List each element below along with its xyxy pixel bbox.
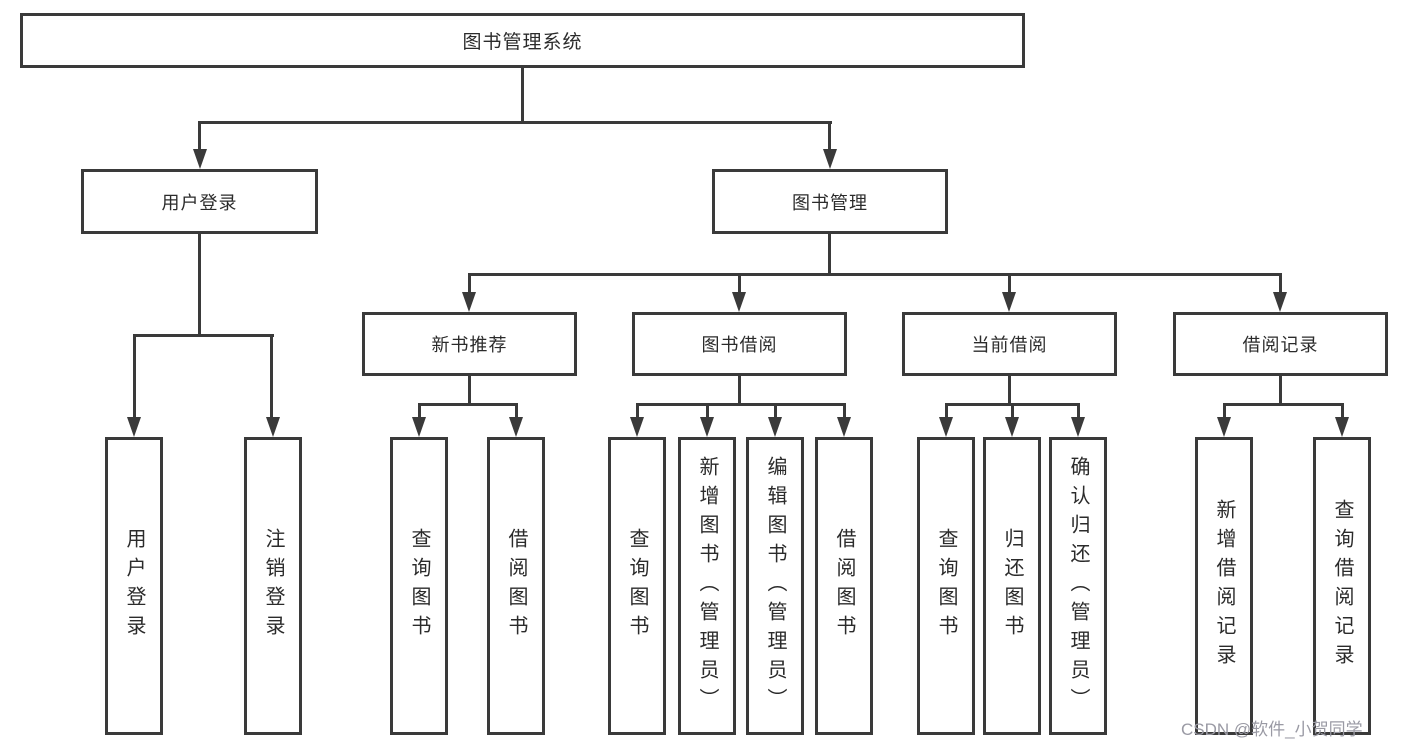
edge-drop-borrow-records <box>1279 273 1282 294</box>
edge-bb-bar <box>636 403 846 406</box>
edge-drop-book-borrow <box>738 273 741 294</box>
arrow-down-icon <box>266 417 280 437</box>
edge-nbr-bar <box>418 403 518 406</box>
edge-book-mgmt-bar <box>468 273 1282 276</box>
leaf-bb-add-books-admin: 新增图书（管理员） <box>678 437 736 735</box>
edge-drop-nbr-query <box>418 403 421 419</box>
edge-user-login-stem <box>198 234 201 336</box>
edge-root-bar <box>198 121 832 124</box>
leaf-nbr-borrow-books: 借阅图书 <box>487 437 545 735</box>
arrow-down-icon <box>700 417 714 437</box>
node-book-management: 图书管理 <box>712 169 948 234</box>
leaf-bb-borrow-books: 借阅图书 <box>815 437 873 735</box>
edge-book-mgmt-stem <box>828 234 831 275</box>
arrow-down-icon <box>1005 417 1019 437</box>
arrow-down-icon <box>837 417 851 437</box>
arrow-down-icon <box>462 292 476 312</box>
edge-drop-bb-query <box>636 403 639 419</box>
edge-drop-ul-logout <box>270 334 273 419</box>
edge-drop-ul-login <box>133 334 136 419</box>
edge-drop-book-management <box>828 121 831 149</box>
leaf-nbr-query-books: 查询图书 <box>390 437 448 735</box>
leaf-label: 编辑图书（管理员） <box>764 455 786 717</box>
edge-drop-new-book-rec <box>468 273 471 294</box>
leaf-bb-edit-books-admin: 编辑图书（管理员） <box>746 437 804 735</box>
csdn-watermark: CSDN @软件_小贺同学 <box>1181 720 1363 739</box>
edge-drop-cb-query <box>945 403 948 419</box>
edge-drop-bb-edit <box>774 403 777 419</box>
arrow-down-icon <box>127 417 141 437</box>
edge-cb-stem <box>1008 376 1011 405</box>
arrow-down-icon <box>509 417 523 437</box>
arrow-down-icon <box>732 292 746 312</box>
node-new-book-recommendation: 新书推荐 <box>362 312 577 376</box>
edge-nbr-stem <box>468 376 471 405</box>
leaf-label: 新增借阅记录 <box>1213 499 1235 673</box>
node-current-borrowing: 当前借阅 <box>902 312 1117 376</box>
leaf-label: 用户登录 <box>123 528 145 644</box>
node-root-library-management-system: 图书管理系统 <box>20 13 1025 68</box>
leaf-label: 查询图书 <box>626 528 648 644</box>
edge-drop-bb-borrow <box>843 403 846 419</box>
leaf-label: 查询图书 <box>408 528 430 644</box>
edge-drop-cb-confirm <box>1077 403 1080 419</box>
edge-br-bar <box>1223 403 1344 406</box>
edge-drop-br-query <box>1341 403 1344 419</box>
leaf-bb-query-books: 查询图书 <box>608 437 666 735</box>
edge-drop-current-borrow <box>1008 273 1011 294</box>
node-user-login: 用户登录 <box>81 169 318 234</box>
arrow-down-icon <box>630 417 644 437</box>
node-book-borrowing: 图书借阅 <box>632 312 847 376</box>
leaf-user-login: 用户登录 <box>105 437 163 735</box>
leaf-label: 借阅图书 <box>833 528 855 644</box>
arrow-down-icon <box>1217 417 1231 437</box>
arrow-down-icon <box>1335 417 1349 437</box>
edge-drop-cb-return <box>1011 403 1014 419</box>
leaf-label: 借阅图书 <box>505 528 527 644</box>
leaf-label: 新增图书（管理员） <box>696 455 718 717</box>
arrow-down-icon <box>939 417 953 437</box>
leaf-cb-confirm-return-admin: 确认归还（管理员） <box>1049 437 1107 735</box>
leaf-label: 查询借阅记录 <box>1331 499 1353 673</box>
edge-drop-bb-add <box>706 403 709 419</box>
arrow-down-icon <box>412 417 426 437</box>
leaf-br-query-record: 查询借阅记录 <box>1313 437 1371 735</box>
edge-drop-nbr-borrow <box>515 403 518 419</box>
leaf-cb-return-books: 归还图书 <box>983 437 1041 735</box>
edge-drop-user-login <box>198 121 201 149</box>
edge-root-stem <box>521 68 524 123</box>
leaf-label: 归还图书 <box>1001 528 1023 644</box>
edge-br-stem <box>1279 376 1282 405</box>
arrow-down-icon <box>1071 417 1085 437</box>
leaf-label: 注销登录 <box>262 528 284 644</box>
edge-drop-br-add <box>1223 403 1226 419</box>
leaf-label: 查询图书 <box>935 528 957 644</box>
arrow-down-icon <box>823 149 837 169</box>
arrow-down-icon <box>1002 292 1016 312</box>
leaf-cb-query-books: 查询图书 <box>917 437 975 735</box>
leaf-label: 确认归还（管理员） <box>1067 455 1089 717</box>
arrow-down-icon <box>1273 292 1287 312</box>
edge-bb-stem <box>738 376 741 405</box>
arrow-down-icon <box>768 417 782 437</box>
edge-user-login-bar <box>133 334 274 337</box>
arrow-down-icon <box>193 149 207 169</box>
leaf-logout: 注销登录 <box>244 437 302 735</box>
node-borrowing-records: 借阅记录 <box>1173 312 1388 376</box>
leaf-br-add-record: 新增借阅记录 <box>1195 437 1253 735</box>
